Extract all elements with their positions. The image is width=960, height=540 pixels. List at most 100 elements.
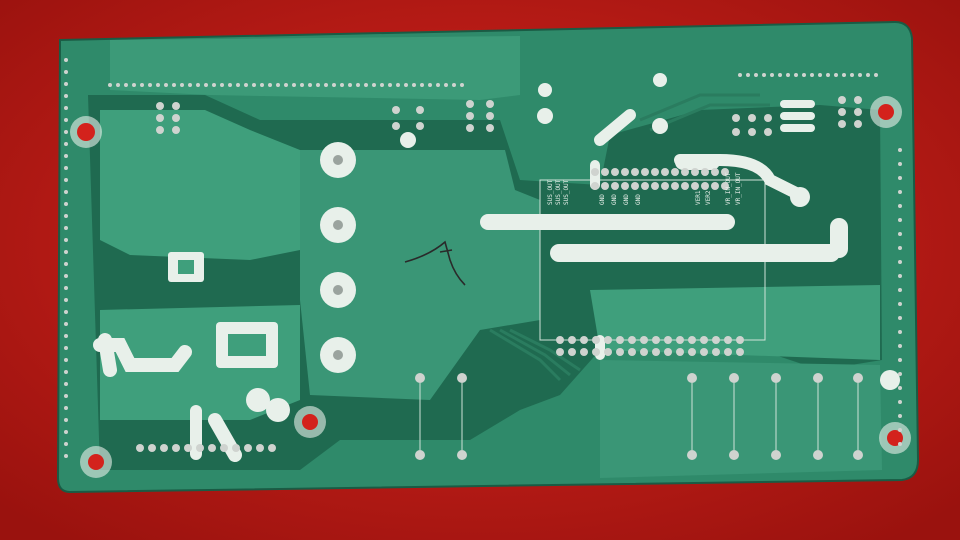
solder-pin [898,204,902,208]
solder-pin [412,83,416,87]
smd-grid-center [392,100,494,132]
solder-pin [754,73,758,77]
solder-pin [444,83,448,87]
solder-pin [556,348,564,356]
solder-pin [292,83,296,87]
copper-pour-center [300,150,540,400]
solder-pin [420,83,424,87]
solder-pin [676,336,684,344]
solder-pin [196,83,200,87]
solder-pin [244,83,248,87]
solder-pin [404,83,408,87]
solder-pin [691,182,699,190]
solder-pin [701,182,709,190]
solder-pin [64,442,68,446]
solder-pin [818,73,822,77]
solder-pin [898,302,902,306]
solder-pin [898,232,902,236]
silk-label-ver-2: VER2 [705,190,712,205]
header-pins-middle [556,336,744,356]
solder-pin [898,358,902,362]
solder-pin [616,348,624,356]
solder-pin [898,442,902,446]
solder-pin [711,182,719,190]
solder-pin [778,73,782,77]
solder-pin [252,83,256,87]
solder-pin [641,168,649,176]
edge-pins-top [108,73,878,87]
solder-pin [64,166,68,170]
solder-pin [631,182,639,190]
solder-pin [664,348,672,356]
component-leads [419,383,859,450]
solder-pin [842,73,846,77]
copper-pour-left [100,110,300,260]
solder-pin [628,348,636,356]
solder-pin [611,182,619,190]
solder-pin [204,83,208,87]
silkscreen-diagonal [594,109,636,146]
solder-pin [388,83,392,87]
solder-pin [64,346,68,350]
solder-pin [580,336,588,344]
solder-pin [762,73,766,77]
solder-pin [898,330,902,334]
solder-pin [676,348,684,356]
solder-pin [64,418,68,422]
solder-pin [712,348,720,356]
solder-pin [64,286,68,290]
solder-pin [140,83,144,87]
solder-pin [148,83,152,87]
solder-pin [396,83,400,87]
solder-pin [452,83,456,87]
marker-scribble [404,240,466,286]
silkscreen-curve [674,154,806,201]
solder-pin [116,83,120,87]
solder-pin [164,83,168,87]
solder-pin [568,348,576,356]
solder-pin [604,348,612,356]
solder-pin [356,83,360,87]
solder-pin [671,182,679,190]
solder-pin [220,444,228,452]
copper-pour-bottom-right [600,360,882,478]
silk-label-gnd-4: GND [635,194,642,205]
solder-pin [640,348,648,356]
header-pins-lower [136,444,276,452]
solder-pin [794,73,798,77]
silk-label-gnd-3: GND [623,194,630,205]
solder-pin [724,336,732,344]
silk-label-vr-2: VR_IN_OUT [735,172,742,205]
solder-pin [724,348,732,356]
solder-pin [688,336,696,344]
solder-pin [124,83,128,87]
solder-pin [460,83,464,87]
solder-pin [172,444,180,452]
solder-pin [810,73,814,77]
solder-pin [621,168,629,176]
solder-pin [898,190,902,194]
solder-pin [711,168,719,176]
solder-pin [802,73,806,77]
silk-label-ver-1: VER1 [695,190,702,205]
solder-pin [332,83,336,87]
solder-pin [898,162,902,166]
solder-pin [64,334,68,338]
solder-pin [428,83,432,87]
solder-pin [108,83,112,87]
solder-pin [372,83,376,87]
solder-pin [592,336,600,344]
solder-pin [64,310,68,314]
solder-pin [898,260,902,264]
solder-pin [738,73,742,77]
solder-pin [64,382,68,386]
solder-pin [180,83,184,87]
solder-pin [64,238,68,242]
solder-pin [348,83,352,87]
solder-pin [611,168,619,176]
solder-pin [324,83,328,87]
solder-pin [244,444,252,452]
solder-pin [898,428,902,432]
solder-pin [380,83,384,87]
